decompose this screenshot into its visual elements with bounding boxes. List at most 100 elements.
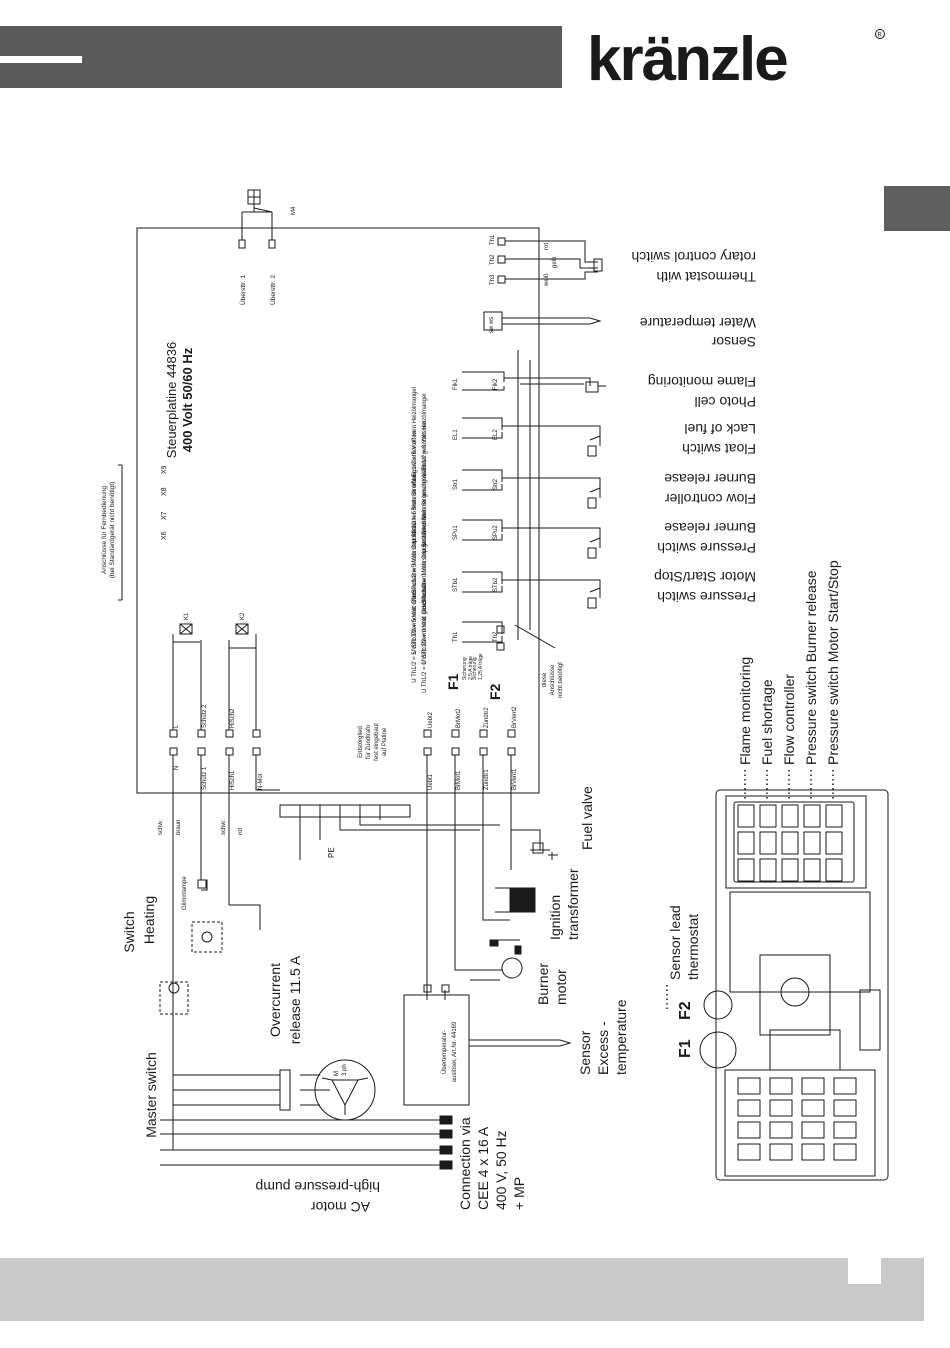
remote-note-1: Anschlüsse für Fernbedienung [101, 486, 108, 575]
svg-text:Zündtr2: Zündtr2 [484, 707, 490, 728]
svg-text:Th2: Th2 [493, 631, 499, 642]
svg-text:R: R [878, 33, 883, 39]
svg-text:diese: diese [542, 672, 548, 687]
svg-text:U STb1/2 = 5 Volt: Druckschalt: U STb1/2 = 5 Volt: Druckschalter Motorst… [412, 524, 418, 654]
svg-text:Entstörglied: Entstörglied [358, 726, 364, 758]
switch-heating-label-2: Heating [141, 896, 157, 944]
svg-text:Float switch: Float switch [682, 441, 756, 457]
svg-text:Flame monitoring: Flame monitoring [737, 657, 753, 765]
kranzle-logo: kränzle R [587, 25, 885, 92]
svg-text:N: N [174, 766, 180, 770]
svg-text:X9: X9 [161, 465, 168, 474]
svg-text:Flk2: Flk2 [493, 378, 499, 390]
bottom-terminal-labels: N L Schütz 2 HiSch2 Uebt2 BrMot2 Zündtr2… [158, 704, 518, 1082]
svg-text:Fuel shortage: Fuel shortage [759, 679, 775, 765]
svg-text:Ignition: Ignition [547, 895, 563, 940]
svg-text:transformer: transformer [565, 868, 581, 940]
side-tab [884, 186, 950, 231]
svg-text:Sensor: Sensor [711, 334, 756, 350]
overcurrent-label-2: release 11.5 A [287, 955, 303, 1044]
svg-text:für Zündtrafo: für Zündtrafo [366, 724, 372, 759]
svg-text:Pressure switch Burner release: Pressure switch Burner release [803, 570, 819, 765]
board-legend: Flame monitoring Fuel shortage Flow cont… [737, 560, 841, 765]
ignition-label: Ignition transformer [547, 868, 581, 940]
svg-text:high-pressure pump: high-pressure pump [255, 1179, 380, 1195]
svg-text:Burner release: Burner release [664, 471, 756, 487]
svg-text:motor: motor [553, 969, 569, 1005]
svg-text:gelb: gelb [552, 256, 558, 268]
svg-text:U SPu1/2 = 0 Volt: Druckschalt: U SPu1/2 = 0 Volt: Druckschalter Brenner… [422, 464, 428, 610]
switch-row-labels: Flk1 Flk2 EL1 EL2 U EL1/2 = 5 Volt: kein… [412, 378, 499, 693]
svg-text:Flk1: Flk1 [453, 378, 459, 390]
svg-text:Connection via: Connection via [457, 1117, 473, 1210]
override-1: Übersttr. 1 [239, 275, 247, 305]
svg-text:EL2: EL2 [493, 429, 499, 440]
float-switch-label: Float switch Lack of fuel [682, 421, 756, 457]
svg-text:thermostat: thermostat [685, 914, 701, 980]
svg-text:weiß: weiß [544, 273, 550, 287]
svg-text:U Th1/2 = 0 Volt: Thermostat g: U Th1/2 = 0 Volt: Thermostat geschlossen [422, 581, 428, 693]
switch-heating-label-1: Switch [121, 911, 137, 952]
svg-text:U Th1/2 = 5 Volt: Thermostat o: U Th1/2 = 5 Volt: Thermostat offen [412, 591, 418, 683]
remote-ports: X6 X7 X8 X9 [161, 465, 168, 540]
svg-text:rot: rot [544, 243, 550, 250]
svg-text:EL1: EL1 [453, 429, 459, 440]
svg-text:HiSch2: HiSch2 [230, 708, 236, 728]
svg-text:schw.: schw. [221, 820, 227, 835]
photo-cell-label: Photo cell Flame monitoring [648, 374, 756, 410]
svg-text:braun: braun [176, 820, 182, 835]
f2-label: F2 [677, 1001, 694, 1020]
svg-text:U EL1/2 = 5 Volt: kein Heizölm: U EL1/2 = 5 Volt: kein Heizölmangel [412, 387, 418, 483]
svg-text:Flow controller: Flow controller [781, 674, 797, 765]
svg-text:CEE 4 x 16 A: CEE 4 x 16 A [475, 1126, 491, 1210]
svg-text:Excess -: Excess - [595, 1021, 611, 1075]
bottom-terminals [169, 729, 516, 756]
svg-text:Flame monitoring: Flame monitoring [648, 374, 756, 390]
svg-text:X6: X6 [161, 531, 168, 540]
svg-text:Uebt2: Uebt2 [428, 711, 434, 728]
svg-text:schw.: schw. [158, 820, 164, 835]
svg-text:Burner release: Burner release [664, 520, 756, 536]
svg-text:2,5 A träge: 2,5 A träge [468, 656, 474, 680]
svg-text:3 ph: 3 ph [342, 1064, 348, 1076]
svg-text:Water temperature: Water temperature [640, 315, 756, 331]
svg-text:Sensor lead: Sensor lead [667, 905, 683, 980]
svg-text:PE: PE [327, 847, 336, 858]
ac-motor-label: AC motor high-pressure pump [255, 1179, 380, 1215]
svg-text:U SPu1/2 = 5 Volt: Druckschalt: U SPu1/2 = 5 Volt: Druckschalter Brenner… [412, 474, 418, 599]
pcb-board-image [699, 789, 889, 1181]
svg-text:M: M [334, 1071, 340, 1076]
svg-text:BrMot2: BrMot2 [456, 708, 462, 728]
svg-text:auf Platine: auf Platine [382, 727, 388, 756]
svg-text:SPu1: SPu1 [453, 525, 459, 540]
svg-text:K2: K2 [240, 612, 246, 620]
svg-text:rotary control switch: rotary control switch [632, 249, 756, 265]
svg-text:BrVent2: BrVent2 [512, 706, 518, 728]
board-title-2: 400 Volt 50/60 Hz [180, 347, 195, 452]
flow-controller-label: Flow controller Burner release [664, 471, 756, 507]
svg-text:N-Mot: N-Mot [258, 773, 264, 790]
svg-text:sw ws: sw ws [489, 317, 495, 333]
svg-text:SPu2: SPu2 [493, 525, 499, 540]
svg-text:Uebt1: Uebt1 [428, 773, 434, 790]
svg-text:Th1: Th1 [490, 234, 496, 245]
svg-text:Sicherung: Sicherung [472, 657, 478, 680]
header-stripe [0, 56, 82, 63]
svg-text:Motor Start/Stop: Motor Start/Stop [654, 569, 756, 585]
pressure-burner-label: Pressure switch Burner release [657, 520, 756, 556]
svg-text:X7: X7 [161, 511, 168, 520]
logo-text: kränzle [587, 25, 787, 92]
svg-text:rot: rot [238, 828, 244, 835]
svg-text:nicht benötigt: nicht benötigt [558, 662, 564, 698]
svg-text:STb2: STb2 [493, 577, 499, 592]
svg-text:U Str1/2 = 5 Volt: Strömungswä: U Str1/2 = 5 Volt: Strömungswächter offe… [412, 431, 418, 543]
master-switch-label: Master switch [143, 1052, 159, 1138]
burner-motor-label: Burner motor [535, 963, 569, 1005]
svg-text:L: L [174, 724, 180, 728]
svg-text:U Str1/2 = 0 Volt: Strömungswä: U Str1/2 = 0 Volt: Strömungswächter gesc… [422, 421, 428, 553]
svg-text:Zündtr1: Zündtr1 [484, 769, 490, 790]
m4-label: M4 [291, 206, 297, 215]
connection-label: Connection via CEE 4 x 16 A 400 V, 50 Hz… [457, 1117, 527, 1210]
control-board-outline [136, 227, 540, 794]
